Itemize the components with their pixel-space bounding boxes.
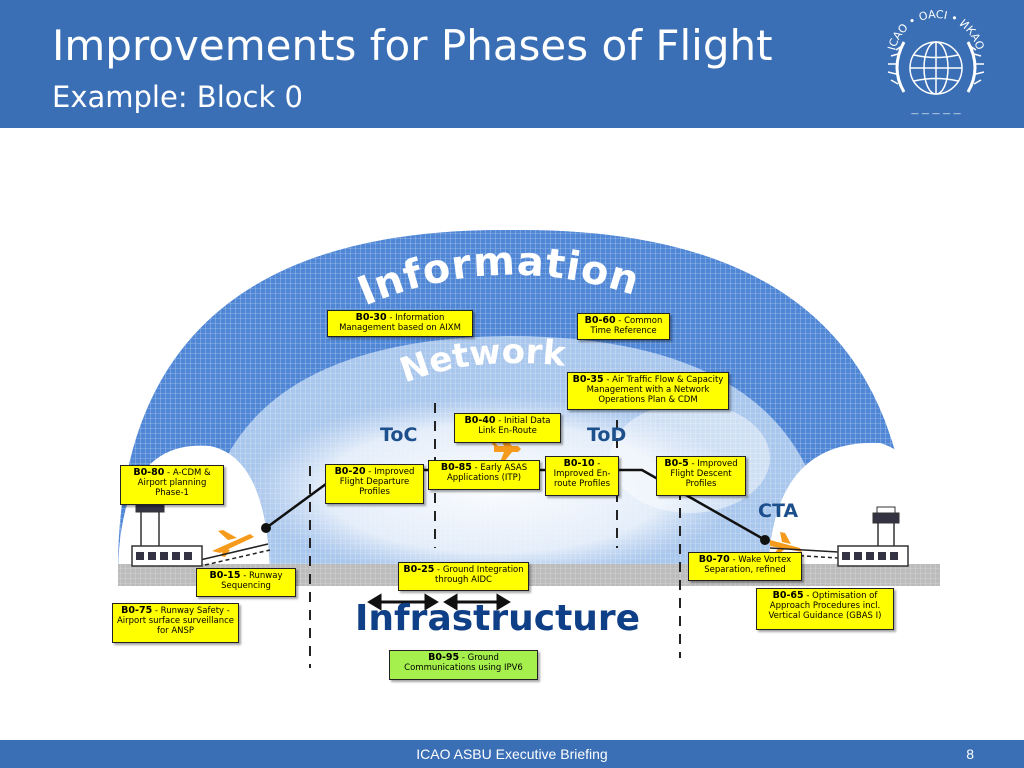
module-box: B0-15 - Runway Sequencing bbox=[196, 568, 296, 597]
icao-logo-icon: ICAO • OACI • ИКАО — — — — — bbox=[885, 8, 986, 118]
module-box: B0-20 - Improved Flight Departure Profil… bbox=[325, 464, 424, 504]
svg-text:— — — — —: — — — — — bbox=[911, 109, 961, 118]
module-box: B0-60 - Common Time Reference bbox=[577, 313, 670, 340]
cruise-plane-icon bbox=[490, 436, 521, 462]
module-box: B0-85 - Early ASAS Applications (ITP) bbox=[428, 460, 540, 490]
infrastructure-label: Infrastructure bbox=[355, 598, 641, 639]
module-box: B0-75 - Runway Safety - Airport surface … bbox=[112, 603, 239, 643]
toc-label: ToC bbox=[380, 424, 418, 446]
footer-bar: ICAO ASBU Executive Briefing 8 bbox=[0, 740, 1024, 768]
cta-label: CTA bbox=[758, 500, 799, 522]
tod-label: ToD bbox=[587, 424, 627, 446]
module-box: B0-95 - Ground Communications using IPV6 bbox=[389, 650, 538, 680]
module-box: B0-65 - Optimisation of Approach Procedu… bbox=[756, 588, 894, 630]
flight-phases-diagram: Information Network ToC ToD CTA Infrastr… bbox=[0, 128, 1024, 740]
module-box: B0-40 - Initial Data Link En-Route bbox=[454, 413, 561, 443]
footer-text: ICAO ASBU Executive Briefing bbox=[416, 746, 608, 762]
module-box: B0-25 - Ground Integration through AIDC bbox=[398, 562, 529, 591]
module-box: B0-70 - Wake Vortex Separation, refined bbox=[688, 552, 802, 581]
title-bar: Improvements for Phases of Flight Exampl… bbox=[0, 0, 1024, 128]
arrival-airport-bubble bbox=[768, 442, 940, 578]
module-box: B0-5 - Improved Flight Descent Profiles bbox=[656, 456, 746, 496]
module-box: B0-30 - Information Management based on … bbox=[327, 310, 473, 337]
page-number: 8 bbox=[966, 746, 974, 762]
module-box: B0-35 - Air Traffic Flow & Capacity Mana… bbox=[567, 372, 729, 410]
right-control-tower-icon bbox=[837, 506, 909, 567]
module-box: B0-80 - A-CDM & Airport planning Phase-1 bbox=[120, 465, 224, 505]
slide-title: Improvements for Phases of Flight bbox=[52, 21, 773, 70]
slide-subtitle: Example: Block 0 bbox=[52, 80, 303, 114]
module-box: B0-10 - Improved En-route Profiles bbox=[545, 456, 619, 496]
